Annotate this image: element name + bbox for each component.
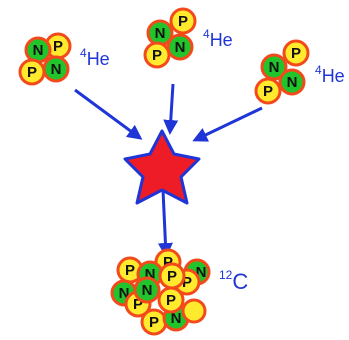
- nucleon-letter: P: [291, 45, 301, 62]
- proton: P: [169, 7, 197, 35]
- nucleon-letter: P: [178, 13, 188, 30]
- star-icon: [123, 129, 201, 205]
- nucleon-letter: N: [51, 61, 62, 78]
- nucleon-letter: P: [125, 262, 135, 279]
- proton: P: [254, 77, 282, 105]
- nucleon-letter: P: [167, 268, 177, 285]
- carbon-nucleus: P N P N N P P N P P N P 12C: [110, 248, 248, 336]
- proton: P: [143, 41, 171, 69]
- nucleon-letter: N: [33, 42, 44, 59]
- nucleon-letter: P: [166, 292, 176, 309]
- isotope-label-he-left: 4He: [80, 46, 110, 69]
- arrow-icon: [74, 88, 143, 140]
- helium-nucleus-right: P N P N 4He: [254, 39, 345, 105]
- element-symbol: He: [210, 30, 233, 50]
- nucleon-letter: P: [133, 296, 143, 313]
- nucleon-letter: N: [142, 282, 153, 299]
- nucleon-letter: P: [263, 83, 273, 100]
- helium-nucleus-middle: P N P N 4He: [143, 7, 233, 69]
- mass-number: 4: [80, 46, 87, 60]
- nucleon-letter: P: [163, 254, 173, 271]
- proton: [181, 298, 207, 324]
- mass-number: 12: [219, 268, 233, 282]
- nucleon-letter: N: [155, 25, 166, 42]
- nucleon-letter: P: [27, 64, 37, 81]
- nucleon-letter: N: [196, 264, 207, 281]
- nucleon-letter: N: [175, 39, 186, 56]
- proton: P: [158, 262, 186, 290]
- element-symbol: C: [232, 269, 248, 294]
- mass-number: 4: [203, 27, 210, 41]
- nucleon-letter: N: [119, 285, 130, 302]
- mass-number: 4: [315, 63, 322, 77]
- neutron: N: [133, 276, 161, 304]
- element-symbol: He: [87, 49, 110, 69]
- neutron: N: [278, 68, 306, 96]
- arrow-icon: [157, 189, 173, 258]
- neutron: N: [24, 36, 52, 64]
- helium-nucleus-left: P N P N 4He: [18, 32, 110, 86]
- isotope-label-he-right: 4He: [315, 63, 345, 86]
- isotope-label-he-middle: 4He: [203, 27, 233, 50]
- nucleon-letter: N: [287, 74, 298, 91]
- proton: P: [157, 286, 185, 314]
- arrows: [74, 83, 263, 258]
- proton: P: [282, 39, 310, 67]
- proton: P: [18, 58, 46, 86]
- proton: P: [140, 308, 168, 336]
- nucleon-letter: P: [53, 38, 63, 55]
- nucleon-letter: N: [171, 310, 182, 327]
- arrow-icon: [192, 106, 263, 142]
- isotope-label-carbon: 12C: [219, 268, 248, 294]
- neutron: N: [166, 33, 194, 61]
- nucleon-letter: P: [182, 274, 192, 291]
- nucleon-letter: P: [149, 314, 159, 331]
- element-symbol: He: [322, 66, 345, 86]
- nucleon-letter: N: [145, 266, 156, 283]
- neutron: N: [42, 55, 70, 83]
- nucleon-letter: N: [269, 59, 280, 76]
- nucleon-letter: P: [152, 47, 162, 64]
- arrow-icon: [163, 83, 179, 135]
